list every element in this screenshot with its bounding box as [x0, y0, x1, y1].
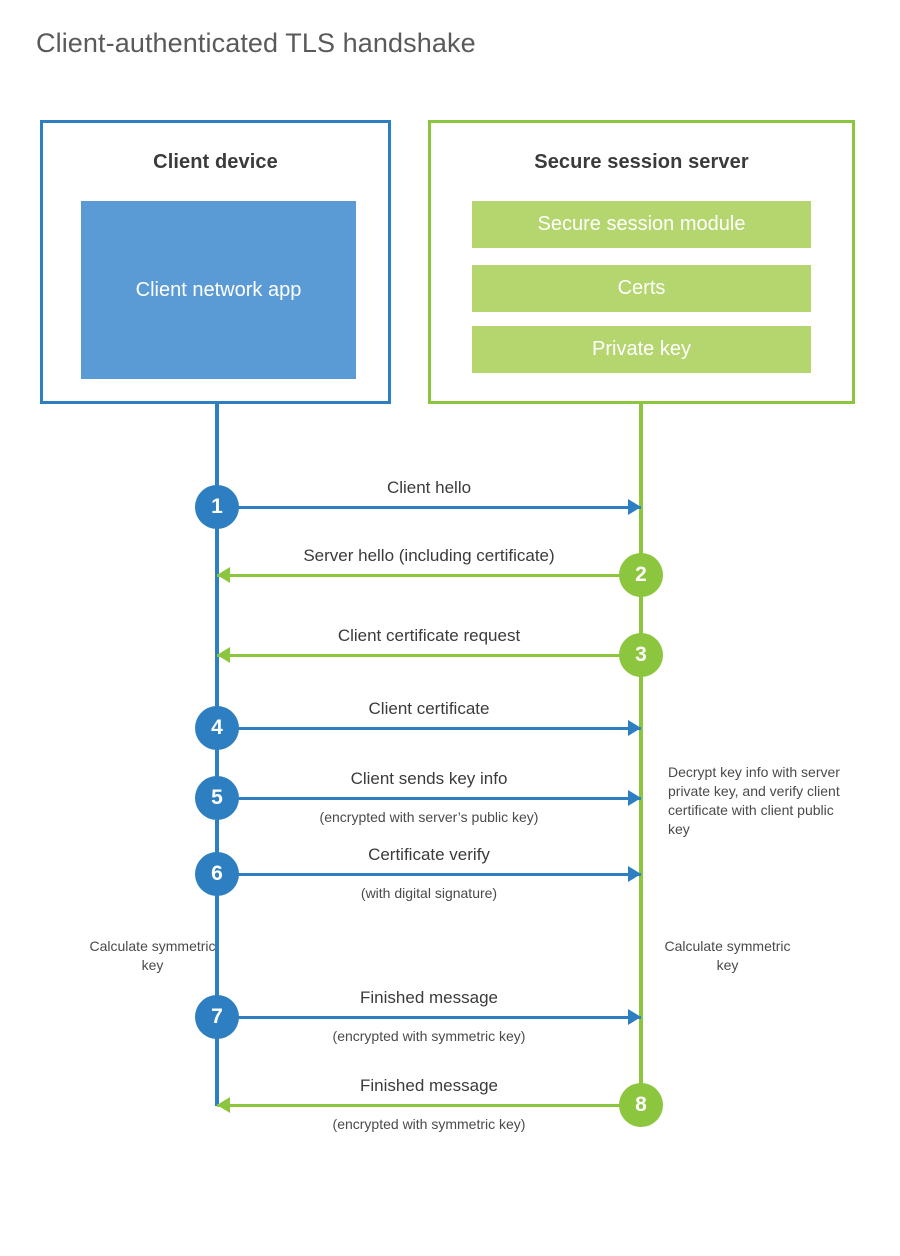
step-circle-8: 8: [619, 1083, 663, 1127]
message-sublabel-7: (encrypted with symmetric key): [332, 1028, 526, 1044]
secure-session-server-title: Secure session server: [534, 151, 749, 173]
arrow-head-1: [628, 499, 641, 515]
message-line-8: [217, 1104, 641, 1107]
arrow-head-7: [628, 1009, 641, 1025]
message-label-7: Finished message: [360, 988, 498, 1007]
message-sublabel-6: (with digital signature): [360, 885, 498, 901]
arrow-head-4: [628, 720, 641, 736]
message-label-2: Server hello (including certificate): [303, 546, 555, 565]
message-line-4: [217, 727, 641, 730]
message-line-2: [217, 574, 641, 577]
step-circle-7: 7: [195, 995, 239, 1039]
step-circle-6: 6: [195, 852, 239, 896]
client-device-title: Client device: [153, 151, 278, 173]
message-line-5: [217, 797, 641, 800]
message-label-1: Client hello: [386, 478, 472, 497]
message-label-5: Client sends key info: [350, 769, 508, 788]
message-line-7: [217, 1016, 641, 1019]
arrow-head-8: [217, 1097, 230, 1113]
server-module-certs: Certs: [472, 265, 811, 312]
step-circle-1: 1: [195, 485, 239, 529]
page-title: Client-authenticated TLS handshake: [36, 28, 476, 58]
server-decrypt-note: Decrypt key info with server private key…: [668, 764, 840, 837]
client-device-box: Client device Client network app: [40, 120, 391, 404]
message-line-3: [217, 654, 641, 657]
server-lifeline: [639, 404, 643, 1106]
message-sublabel-8: (encrypted with symmetric key): [332, 1116, 526, 1132]
secure-session-server-box: Secure session server Secure session mod…: [428, 120, 855, 404]
message-label-6: Certificate verify: [368, 845, 490, 864]
client-calculate-symmetric-key-note: Calculate symmetric key: [89, 938, 216, 973]
step-circle-5: 5: [195, 776, 239, 820]
message-line-6: [217, 873, 641, 876]
arrow-head-3: [217, 647, 230, 663]
message-label-8: Finished message: [360, 1076, 498, 1095]
message-label-4: Client certificate: [368, 699, 490, 718]
step-circle-4: 4: [195, 706, 239, 750]
client-network-app-block: Client network app: [81, 201, 356, 379]
step-circle-3: 3: [619, 633, 663, 677]
arrow-head-2: [217, 567, 230, 583]
client-lifeline: [215, 404, 219, 1106]
step-circle-2: 2: [619, 553, 663, 597]
arrow-head-6: [628, 866, 641, 882]
server-module-secure-session-module: Secure session module: [472, 201, 811, 248]
message-line-1: [217, 506, 641, 509]
server-calculate-symmetric-key-note: Calculate symmetric key: [664, 938, 791, 973]
message-label-3: Client certificate request: [337, 626, 521, 645]
arrow-head-5: [628, 790, 641, 806]
message-sublabel-5: (encrypted with server’s public key): [319, 809, 539, 825]
server-module-private-key: Private key: [472, 326, 811, 373]
